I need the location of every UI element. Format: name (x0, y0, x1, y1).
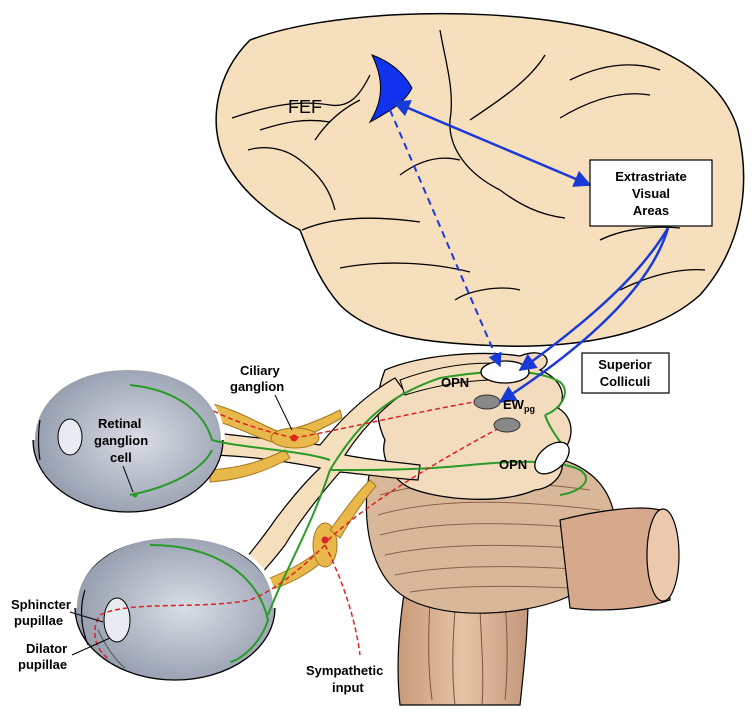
extrastriate-label-3: Areas (633, 203, 669, 218)
sphincter-label-2: pupillae (14, 613, 63, 628)
superior-colliculi-label-1: Superior (598, 357, 651, 372)
opn-label-bottom: OPN (499, 457, 527, 472)
retinal-ganglion-label-2: ganglion (94, 433, 148, 448)
retinal-ganglion-label-3: cell (110, 450, 132, 465)
sphincter-pointer (69, 611, 104, 623)
extrastriate-label-1: Extrastriate (615, 169, 687, 184)
opn-lower-nucleus (534, 441, 570, 475)
ewpg-nucleus-right (493, 417, 521, 433)
opn-upper-nucleus (480, 360, 530, 384)
ewpg-main: EW (503, 397, 525, 412)
sphincter-label-1: Sphincter (11, 597, 71, 612)
ewpg-nucleus-left (473, 394, 501, 410)
ewpg-label: EWpg (503, 397, 535, 414)
superior-colliculi-box (581, 352, 670, 394)
extrastriate-box (589, 159, 713, 227)
dilator-label-1: Dilator (26, 641, 67, 656)
ciliary-ganglion-label-2: ganglion (230, 379, 284, 394)
opn-label-top: OPN (441, 375, 469, 390)
fef-label: FEF (288, 97, 322, 117)
efferent-pathway (94, 399, 506, 661)
retinal-ganglion-pointer (122, 465, 134, 493)
sympathetic-label-1: Sympathetic (306, 663, 383, 678)
superior-colliculi-label-2: Colliculi (600, 374, 651, 389)
dilator-label-2: pupillae (18, 657, 67, 672)
cortical-projections (389, 100, 670, 404)
ewpg-subscript: pg (524, 404, 535, 414)
extrastriate-label-2: Visual (632, 186, 670, 201)
dilator-pointer (71, 637, 111, 656)
sympathetic-label-2: input (332, 680, 364, 695)
ciliary-ganglion-pointer (274, 394, 293, 431)
ciliary-ganglion-label-1: Ciliary (240, 363, 281, 378)
ciliary-nerves (204, 401, 377, 591)
lower-eye (73, 533, 277, 681)
ganglion-dots (132, 434, 329, 544)
retinal-ganglion-label-1: Retinal (98, 416, 141, 431)
upper-eye (31, 365, 225, 513)
